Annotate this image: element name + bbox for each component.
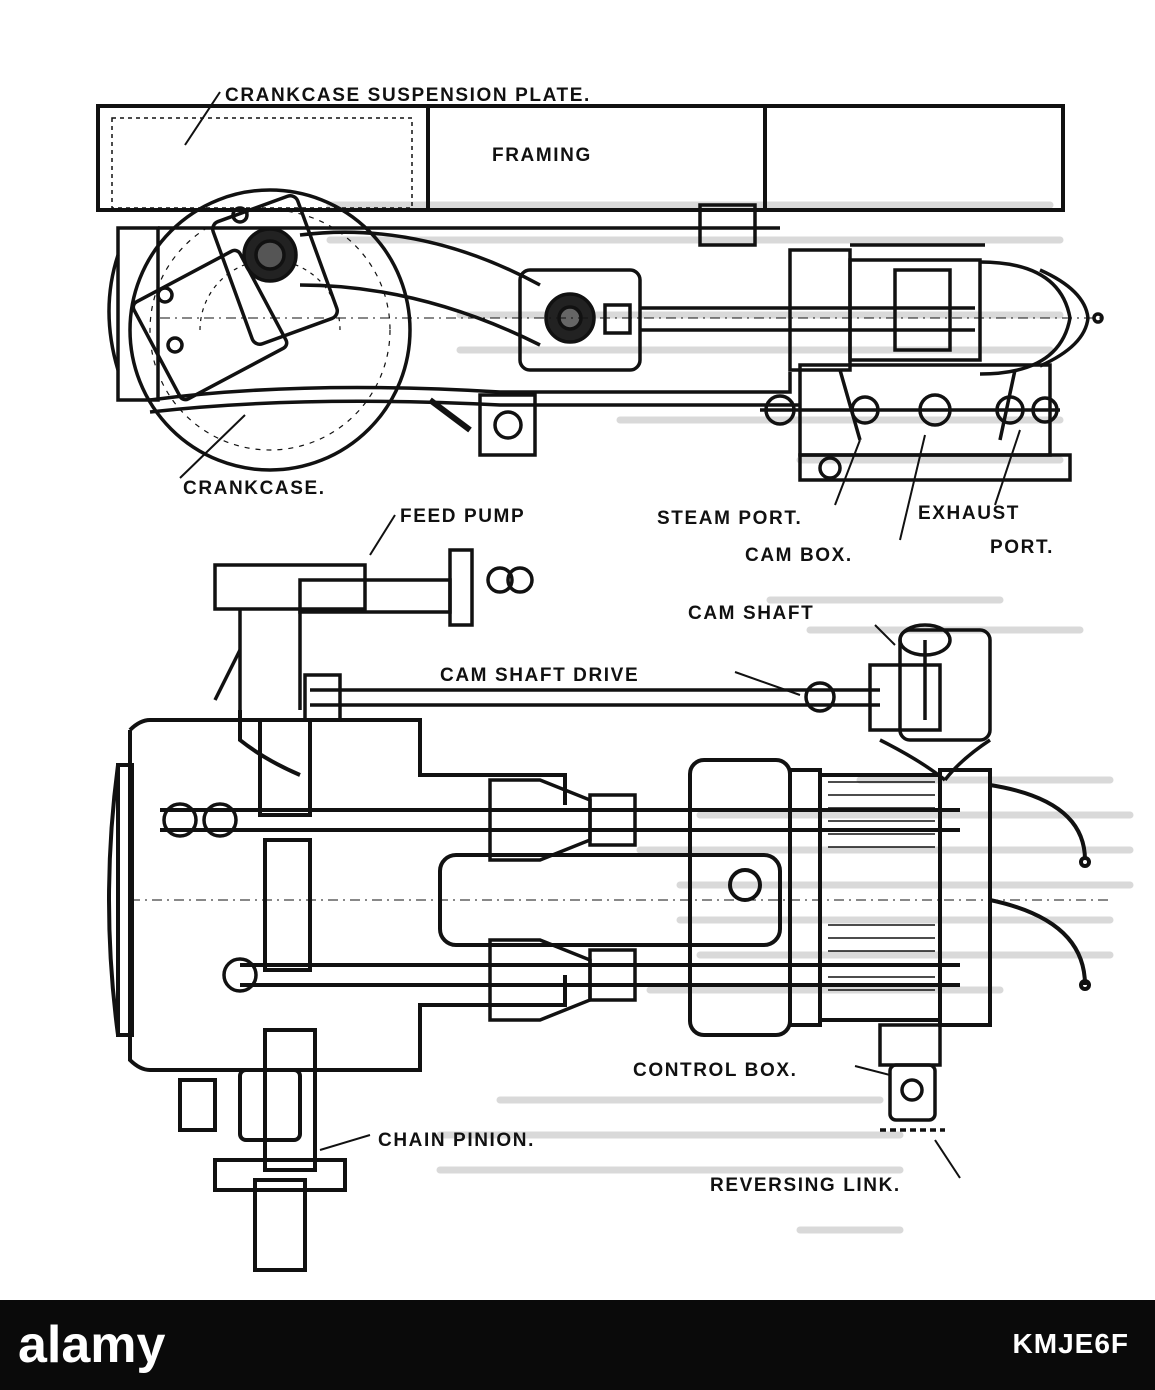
cam-shaft-box [879,623,992,782]
connecting-rod [299,230,541,347]
label-framing: FRAMING [492,145,592,166]
alamy-logo: alamy [18,1318,166,1374]
crank-assembly [131,194,340,402]
label-port: PORT. [990,537,1054,558]
stock-footer-bar: alamy KMJE6F [0,1300,1155,1390]
leader-lines-top [179,91,1021,541]
leader-lines-bottom [319,514,961,1179]
cam-box-assembly [760,363,1072,482]
lower-frame-top [149,226,800,457]
diagram-canvas: CRANKCASE SUSPENSION PLATE. FRAMING CRAN… [96,85,1134,1272]
label-crankcase-suspension-plate: CRANKCASE SUSPENSION PLATE. [225,85,591,106]
control-box [878,1023,945,1132]
framing-beam [96,104,1065,212]
piston-rod-top [160,306,1105,332]
label-cam-shaft: CAM SHAFT [688,603,814,624]
alamy-logo-text: alamy [18,1318,166,1374]
label-control-box: CONTROL BOX. [633,1060,798,1081]
engine-drawing: CRANKCASE SUSPENSION PLATE. FRAMING CRAN… [96,85,1134,1272]
background-print-texture [326,201,1134,1234]
label-crankcase: CRANKCASE. [183,478,326,499]
label-cam-shaft-drive: CAM SHAFT DRIVE [440,665,639,686]
stock-image-id: KMJE6F [1012,1328,1129,1359]
label-cam-box: CAM BOX. [745,545,853,566]
feed-pump [213,548,534,710]
piston-rods-plan [130,808,1110,987]
crossheads-plan [162,778,637,1022]
cylinders-plan [688,758,1091,1037]
crankshaft-plan [178,710,347,1272]
label-reversing-link: REVERSING LINK. [710,1175,901,1196]
label-exhaust: EXHAUST [918,503,1020,524]
cylinder-top [698,203,1104,376]
label-feed-pump: FEED PUMP [400,506,525,527]
label-chain-pinion: CHAIN PINION. [378,1130,535,1151]
label-steam-port: STEAM PORT. [657,508,802,529]
crankcase-suspension-plate [111,117,413,209]
